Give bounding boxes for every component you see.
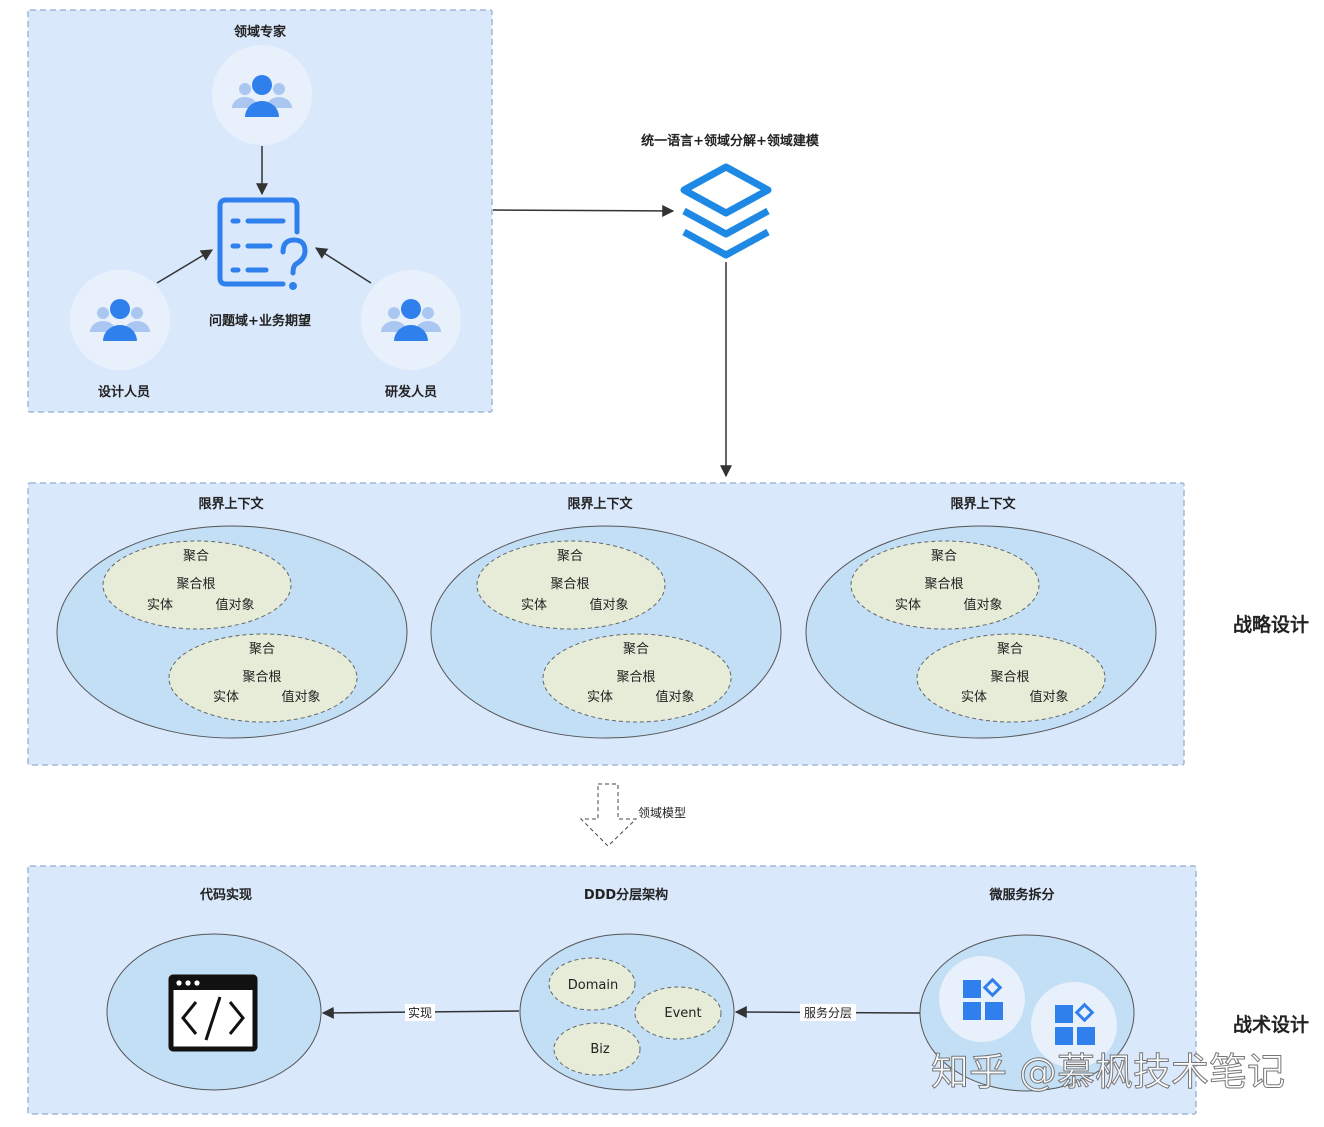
code-title: 代码实现: [199, 887, 252, 903]
developer-label: 研发人员: [385, 384, 437, 400]
panel-to-modeling-arrow: [492, 204, 675, 217]
tactical-design-label: 战术设计: [1233, 1014, 1309, 1036]
aggregate: 聚合 聚合根 实体 值对象: [542, 633, 732, 723]
entity-label: 实体: [213, 690, 239, 705]
aggregate-root: 聚合根: [176, 577, 215, 592]
tactical-design-panel: 代码实现 DDD分层架构 微服务拆分 Domain Event: [27, 865, 1197, 1115]
layer-event-label: Event: [664, 1006, 701, 1021]
developer-to-document-arrow: [314, 247, 372, 284]
aggregate-name: 聚合: [623, 642, 649, 657]
layers-icon: [680, 163, 772, 259]
aggregate-root: 聚合根: [924, 577, 963, 592]
developer-icon: [361, 270, 461, 370]
strategic-design-panel: 限界上下文 聚合 聚合根 实体 值对象 聚合 聚合根 实体 值对象 限界上下文: [27, 482, 1185, 766]
value-object-label: 值对象: [655, 689, 694, 705]
domain-model-hollow-arrow: [579, 783, 638, 847]
value-object-label: 值对象: [281, 689, 320, 705]
value-object-label: 值对象: [963, 597, 1002, 613]
bounded-context: 限界上下文 聚合 聚合根 实体 值对象 聚合 聚合根 实体 值对象: [430, 496, 782, 739]
service-layer-label: 服务分层: [804, 1005, 852, 1020]
expert-label: 领域专家: [234, 24, 287, 40]
app-blocks-icon: [939, 956, 1025, 1042]
aggregate-name: 聚合: [249, 642, 275, 657]
domain-model-label: 领域模型: [638, 806, 686, 820]
ddd-layers-node: Domain Event Biz: [519, 933, 735, 1091]
aggregate: 聚合 聚合根 实体 值对象: [916, 633, 1106, 723]
layer-domain-label: Domain: [568, 978, 618, 993]
aggregate: 聚合 聚合根 实体 值对象: [850, 540, 1040, 630]
aggregate: 聚合 聚合根 实体 值对象: [102, 540, 292, 630]
designer-icon: [70, 270, 170, 370]
aggregate: 聚合 聚合根 实体 值对象: [476, 540, 666, 630]
aggregate-name: 聚合: [557, 549, 583, 564]
implement-label: 实现: [408, 1005, 432, 1020]
value-object-label: 值对象: [1029, 689, 1068, 705]
entity-label: 实体: [521, 598, 547, 613]
entity-label: 实体: [961, 690, 987, 705]
aggregate-root: 聚合根: [990, 670, 1029, 685]
bounded-context-title: 限界上下文: [950, 496, 1016, 512]
domain-expert-icon: [212, 45, 312, 145]
layer-biz: [553, 1022, 641, 1076]
entity-label: 实体: [895, 598, 921, 613]
aggregate-name: 聚合: [931, 549, 957, 564]
designer-to-document-arrow: [156, 249, 214, 284]
value-object-label: 值对象: [215, 597, 254, 613]
problem-space-panel: 领域专家 设计人员 研发人员 问题域+业务期望: [27, 9, 493, 413]
designer-label: 设计人员: [98, 384, 150, 400]
aggregate: 聚合 聚合根 实体 值对象: [168, 633, 358, 723]
layer-biz-label: Biz: [590, 1042, 610, 1057]
document-label: 问题域+业务期望: [209, 313, 311, 329]
micro-title: 微服务拆分: [988, 887, 1054, 903]
microservice-node: [919, 934, 1135, 1092]
entity-label: 实体: [147, 598, 173, 613]
question-document-icon: [217, 197, 308, 290]
layer-event: [634, 986, 722, 1040]
bounded-context: 限界上下文 聚合 聚合根 实体 值对象 聚合 聚合根 实体 值对象: [56, 496, 408, 739]
layers-title: DDD分层架构: [584, 887, 668, 903]
code-implementation-node: [106, 933, 322, 1091]
strategic-design-label: 战略设计: [1233, 613, 1309, 636]
aggregate-name: 聚合: [183, 549, 209, 564]
entity-label: 实体: [587, 690, 613, 705]
aggregate-root: 聚合根: [242, 670, 281, 685]
code-window-icon: [168, 974, 258, 1052]
bounded-context-title: 限界上下文: [198, 496, 264, 512]
modeling-label: 统一语言+领域分解+领域建模: [641, 133, 820, 149]
bounded-context-title: 限界上下文: [567, 496, 633, 512]
bounded-context: 限界上下文 聚合 聚合根 实体 值对象 聚合 聚合根 实体 值对象: [805, 496, 1157, 739]
watermark: 知乎 @慕枫技术笔记: [931, 1050, 1285, 1094]
aggregate-root: 聚合根: [616, 670, 655, 685]
aggregate-name: 聚合: [997, 642, 1023, 657]
aggregate-root: 聚合根: [550, 577, 589, 592]
value-object-label: 值对象: [589, 597, 628, 613]
layer-domain: [548, 957, 636, 1011]
app-blocks-icon: [1031, 982, 1117, 1068]
